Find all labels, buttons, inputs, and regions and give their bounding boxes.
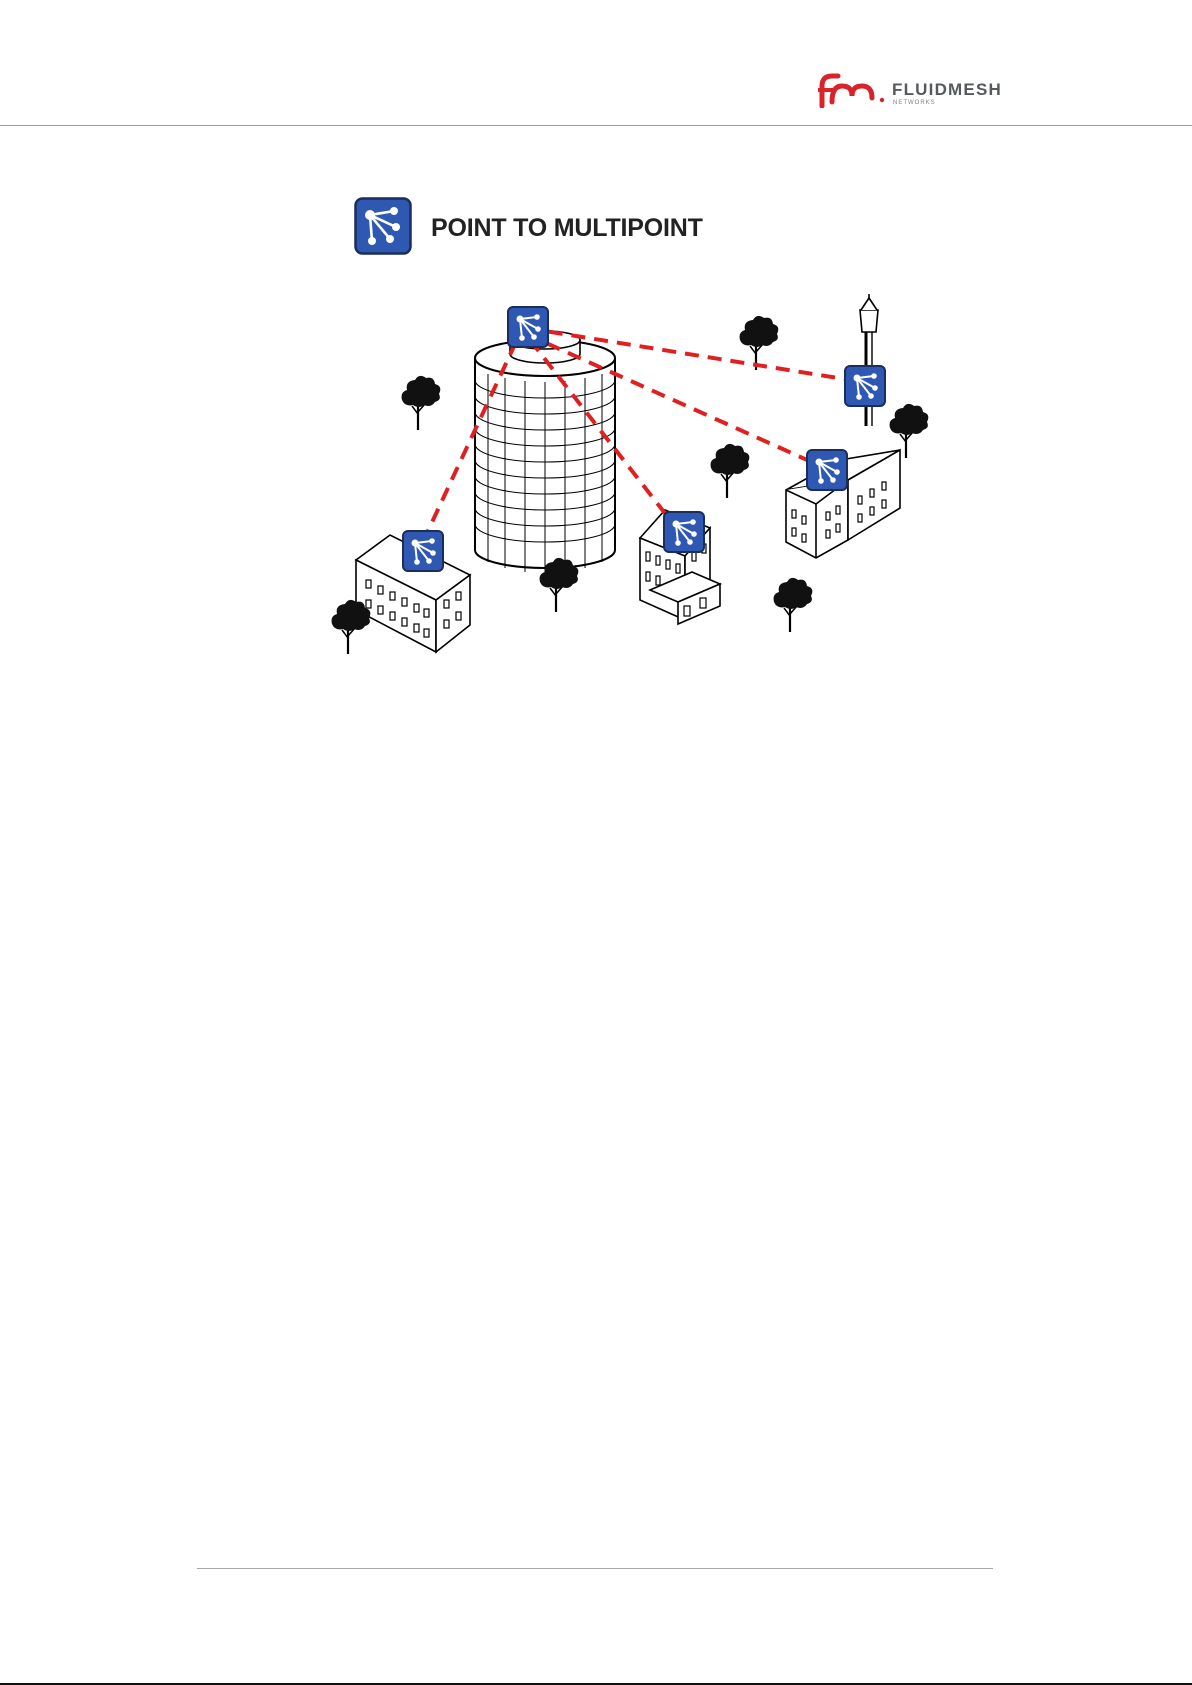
tree-icon: [402, 376, 441, 430]
fluidmesh-logo: FLUIDMESH NETWORKS: [816, 72, 1006, 112]
client-device-icon: [664, 512, 704, 552]
client-device-icon: [845, 366, 885, 406]
tree-icon: [711, 444, 750, 498]
tree-icon: [890, 404, 929, 458]
logo-subtitle: NETWORKS: [893, 100, 936, 106]
client-device-icon: [403, 531, 443, 571]
header-divider: [0, 125, 1192, 126]
footer-divider: [197, 1568, 993, 1569]
tree-icon: [774, 578, 813, 632]
logo-name: FLUIDMESH: [892, 80, 1002, 100]
client-device-icon: [807, 450, 847, 490]
tree-icon: [540, 558, 579, 612]
tree-icon: [740, 316, 779, 370]
network-scene: [320, 290, 940, 670]
base-station-device-icon: [508, 307, 548, 347]
tree-icon: [332, 600, 371, 654]
tower-building: [475, 331, 615, 573]
fluidmesh-logo-mark: [816, 72, 888, 108]
point-to-multipoint-icon: [354, 197, 412, 255]
diagram-title: POINT TO MULTIPOINT: [431, 214, 703, 243]
